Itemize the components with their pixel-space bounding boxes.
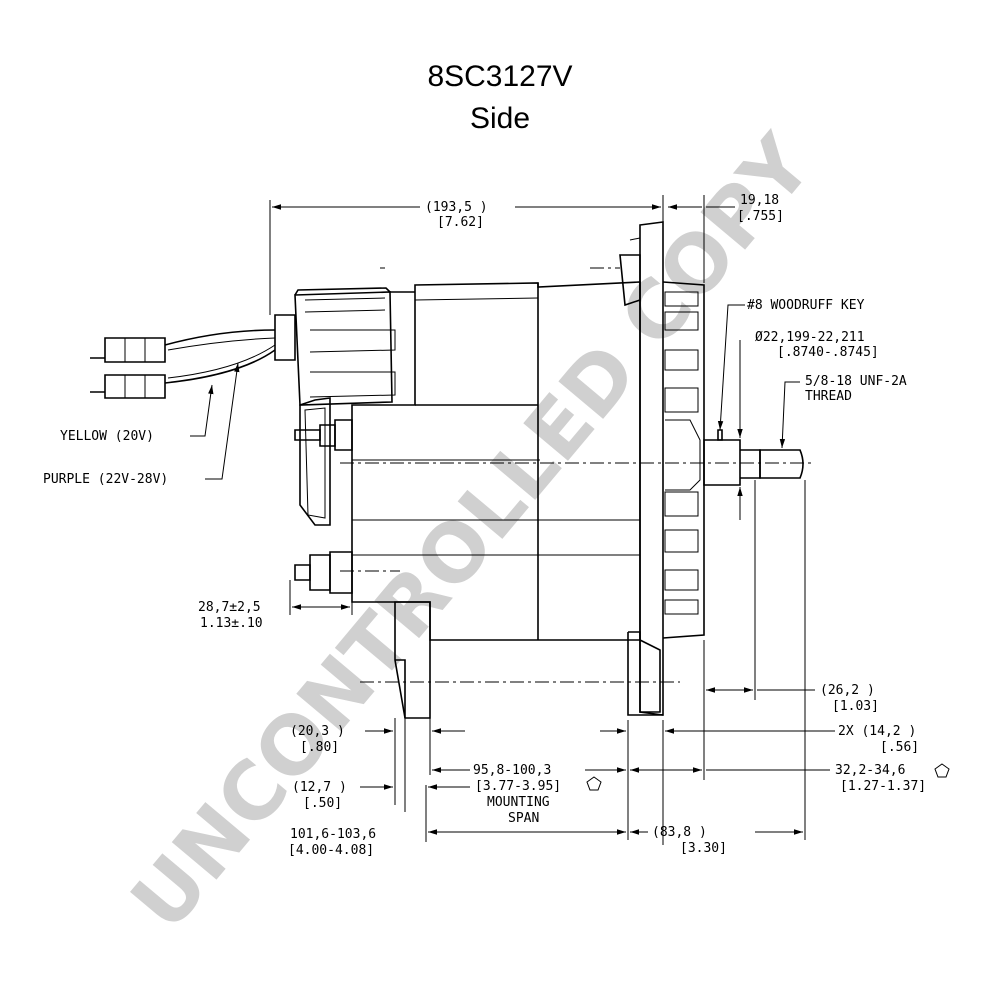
label-yellow-wire: YELLOW (20V) bbox=[60, 429, 154, 444]
dim-83-8-in: [3.30] bbox=[680, 841, 727, 856]
dim-12-7-in: [.50] bbox=[303, 796, 342, 811]
dim-flange-shaft: 19,18 bbox=[740, 193, 779, 208]
dimension-lines bbox=[190, 195, 950, 845]
label-woodruff-key: #8 WOODRUFF KEY bbox=[747, 298, 865, 313]
dim-terminal: 28,7±2,5 bbox=[198, 600, 261, 615]
label-thread: 5/8-18 UNF-2A bbox=[805, 374, 907, 389]
dim-83-8: (83,8 ) bbox=[652, 825, 707, 840]
dim-overall-length: (193,5 ) bbox=[425, 200, 488, 215]
dim-32-2: 32,2-34,6 bbox=[835, 763, 905, 778]
dim-26-2: (26,2 ) bbox=[820, 683, 875, 698]
drawing-title: 8SC3127V bbox=[427, 60, 573, 93]
dim-101-6: 101,6-103,6 bbox=[290, 827, 376, 842]
alternator-body bbox=[90, 221, 804, 719]
dim-terminal-in: 1.13±.10 bbox=[200, 616, 263, 631]
label-thread-2: THREAD bbox=[805, 389, 852, 404]
dim-shaft-diameter-in: [.8740-.8745] bbox=[777, 345, 879, 360]
dim-flange-shaft-in: [.755] bbox=[737, 209, 784, 224]
dim-mounting-span: 95,8-100,3 bbox=[473, 763, 551, 778]
dim-101-6-in: [4.00-4.08] bbox=[288, 843, 374, 858]
dim-26-2-in: [1.03] bbox=[832, 699, 879, 714]
dim-12-7: (12,7 ) bbox=[292, 780, 347, 795]
dim-mounting-span-in: [3.77-3.95] bbox=[475, 779, 561, 794]
center-lines bbox=[340, 267, 815, 683]
dim-shaft-diameter: Ø22,199-22,211 bbox=[755, 330, 865, 345]
dim-20-3-in: [.80] bbox=[300, 740, 339, 755]
label-span: SPAN bbox=[508, 811, 539, 826]
watermark: UNCONTROLLED COPY bbox=[113, 118, 830, 948]
label-mounting: MOUNTING bbox=[487, 795, 550, 810]
dim-14-2: 2X (14,2 ) bbox=[838, 724, 916, 739]
dim-20-3: (20,3 ) bbox=[290, 724, 345, 739]
drawing-subtitle: Side bbox=[469, 102, 531, 135]
label-purple-wire: PURPLE (22V-28V) bbox=[43, 472, 168, 487]
dim-32-2-in: [1.27-1.37] bbox=[840, 779, 926, 794]
dimension-labels: (193,5 ) [7.62] 19,18 [.755] #8 WOODRUFF… bbox=[43, 193, 926, 858]
dim-overall-length-in: [7.62] bbox=[437, 215, 484, 230]
dim-14-2-in: [.56] bbox=[880, 740, 919, 755]
